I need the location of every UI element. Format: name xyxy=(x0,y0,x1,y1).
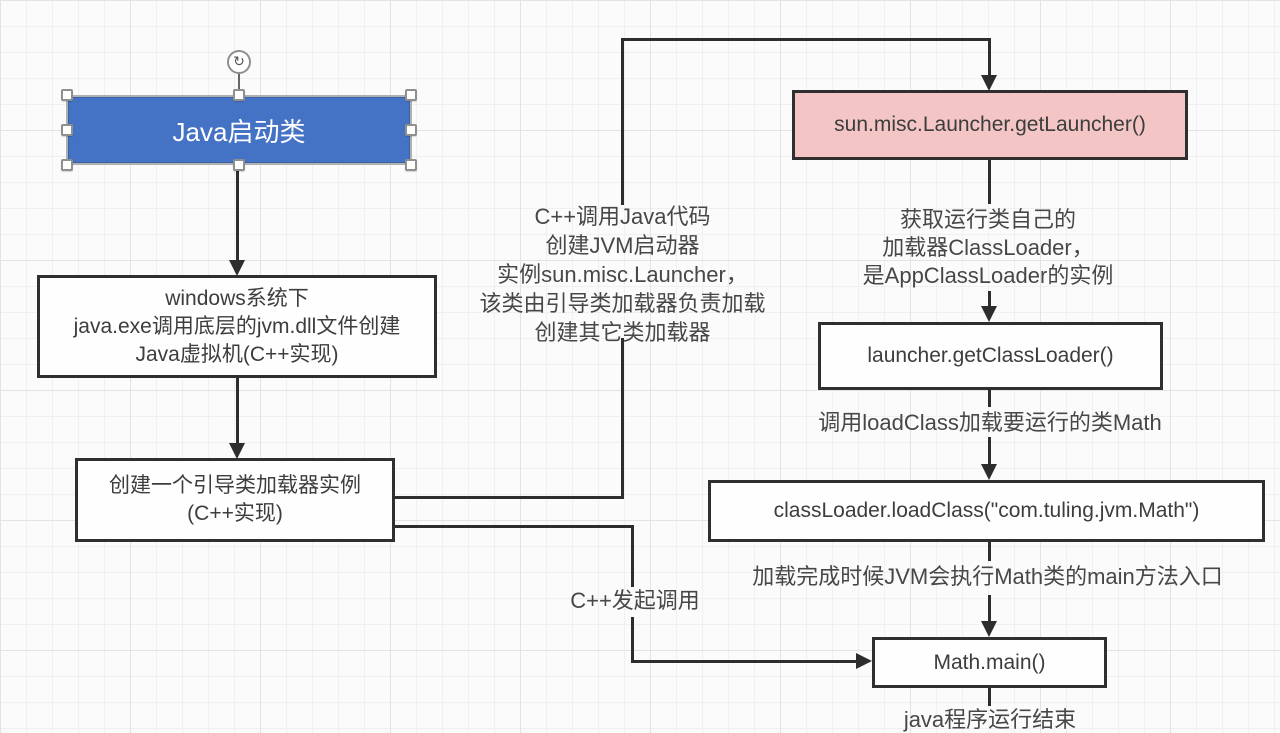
annotation-line: 是AppClassLoader的实例 xyxy=(862,263,1114,288)
annotation-line: 创建其它类加载器 xyxy=(534,320,711,345)
arrowhead-into-mathmain-left xyxy=(856,653,872,669)
annotation-cpp-calls-java[interactable]: C++调用Java代码 创建JVM启动器 实例sun.misc.Launcher… xyxy=(420,202,825,347)
connector-bootstrap-launcher-segment xyxy=(621,40,624,205)
connector-windows-bootstrap-segment xyxy=(236,378,239,444)
annotation-line: C++调用Java代码 xyxy=(534,204,711,229)
selection-handle-top-right[interactable] xyxy=(405,89,417,101)
connector-getlauncher-getclassloader-segment xyxy=(988,160,991,204)
node-bootstrap-loader-line: 创建一个引导类加载器实例 xyxy=(109,474,361,497)
rotate-handle-icon[interactable]: ↻ xyxy=(227,50,251,74)
node-java-start[interactable]: Java启动类 xyxy=(68,97,410,163)
connector-getlauncher-getclassloader-segment xyxy=(988,291,991,307)
connector-getclassloader-loadclass-segment xyxy=(988,437,991,465)
arrowhead-into-bootstrap xyxy=(229,443,245,459)
arrowhead-into-getlauncher xyxy=(981,75,997,91)
node-get-classloader-label: launcher.getClassLoader() xyxy=(867,344,1114,367)
connector-bootstrap-mathmain-segment xyxy=(631,525,634,587)
arrowhead-into-loadclass xyxy=(981,464,997,480)
selection-handle-bottom-left[interactable] xyxy=(61,159,73,171)
annotation-load-math[interactable]: 调用loadClass加载要运行的类Math xyxy=(818,410,1162,435)
rotate-handle-stem xyxy=(238,72,240,92)
node-get-classloader[interactable]: launcher.getClassLoader() xyxy=(818,322,1163,390)
annotation-line: 创建JVM启动器 xyxy=(545,233,700,258)
selection-handle-bottom-right[interactable] xyxy=(405,159,417,171)
connector-bootstrap-launcher-segment xyxy=(988,40,991,76)
selection-handle-top-left[interactable] xyxy=(61,89,73,101)
connector-bootstrap-mathmain-segment xyxy=(395,525,634,528)
rotate-glyph: ↻ xyxy=(233,54,245,70)
connector-loadclass-mathmain-segment xyxy=(988,595,991,622)
node-windows-jvm-line: windows系统下 xyxy=(165,286,309,310)
annotation-cpp-invoke[interactable]: C++发起调用 xyxy=(570,588,700,613)
annotation-line: 该类由引导类加载器负责加载 xyxy=(479,291,766,316)
annotation-line: 获取运行类自己的 xyxy=(899,207,1076,232)
node-windows-jvm[interactable]: windows系统下 java.exe调用底层的jvm.dll文件创建 Java… xyxy=(37,275,437,378)
node-math-main-label: Math.main() xyxy=(933,650,1046,674)
selection-handle-mid-left[interactable] xyxy=(61,124,73,136)
connector-loadclass-mathmain-segment xyxy=(988,542,991,561)
connector-getclassloader-loadclass-segment xyxy=(988,390,991,407)
node-bootstrap-loader[interactable]: 创建一个引导类加载器实例 (C++实现) xyxy=(75,458,395,542)
node-load-class-label: classLoader.loadClass("com.tuling.jvm.Ma… xyxy=(773,499,1200,522)
connector-bootstrap-launcher-segment xyxy=(621,338,624,499)
node-windows-jvm-line: Java虚拟机(C++实现) xyxy=(135,342,339,366)
annotation-exec-main[interactable]: 加载完成时候JVM会执行Math类的main方法入口 xyxy=(752,564,1223,589)
node-bootstrap-loader-line: (C++实现) xyxy=(187,502,283,525)
node-get-launcher[interactable]: sun.misc.Launcher.getLauncher() xyxy=(792,90,1188,160)
node-math-main[interactable]: Math.main() xyxy=(872,637,1107,688)
annotation-line: 实例sun.misc.Launcher， xyxy=(497,262,748,287)
annotation-get-own-loader[interactable]: 获取运行类自己的 加载器ClassLoader， 是AppClassLoader… xyxy=(790,206,1186,290)
selection-handle-bottom-center[interactable] xyxy=(233,159,245,171)
node-load-class[interactable]: classLoader.loadClass("com.tuling.jvm.Ma… xyxy=(708,480,1265,542)
node-java-start-label: Java启动类 xyxy=(172,116,306,147)
connector-bootstrap-launcher-segment xyxy=(621,38,991,41)
arrowhead-into-getclassloader xyxy=(981,306,997,322)
connector-bootstrap-launcher-segment xyxy=(395,496,624,499)
arrowhead-into-windows xyxy=(229,260,245,276)
node-get-launcher-label: sun.misc.Launcher.getLauncher() xyxy=(834,113,1146,136)
connector-start-windows-segment xyxy=(236,168,239,261)
annotation-line: 加载器ClassLoader， xyxy=(882,235,1094,260)
arrowhead-into-mathmain-top xyxy=(981,621,997,637)
selection-handle-top-center[interactable] xyxy=(233,89,245,101)
connector-bootstrap-mathmain-segment xyxy=(631,660,857,663)
selection-handle-mid-right[interactable] xyxy=(405,124,417,136)
node-windows-jvm-line: java.exe调用底层的jvm.dll文件创建 xyxy=(73,314,401,338)
connector-mathmain-end-segment xyxy=(988,688,991,706)
connector-bootstrap-mathmain-segment xyxy=(631,617,634,663)
selection-outline xyxy=(66,95,412,165)
annotation-program-end[interactable]: java程序运行结束 xyxy=(903,707,1077,732)
